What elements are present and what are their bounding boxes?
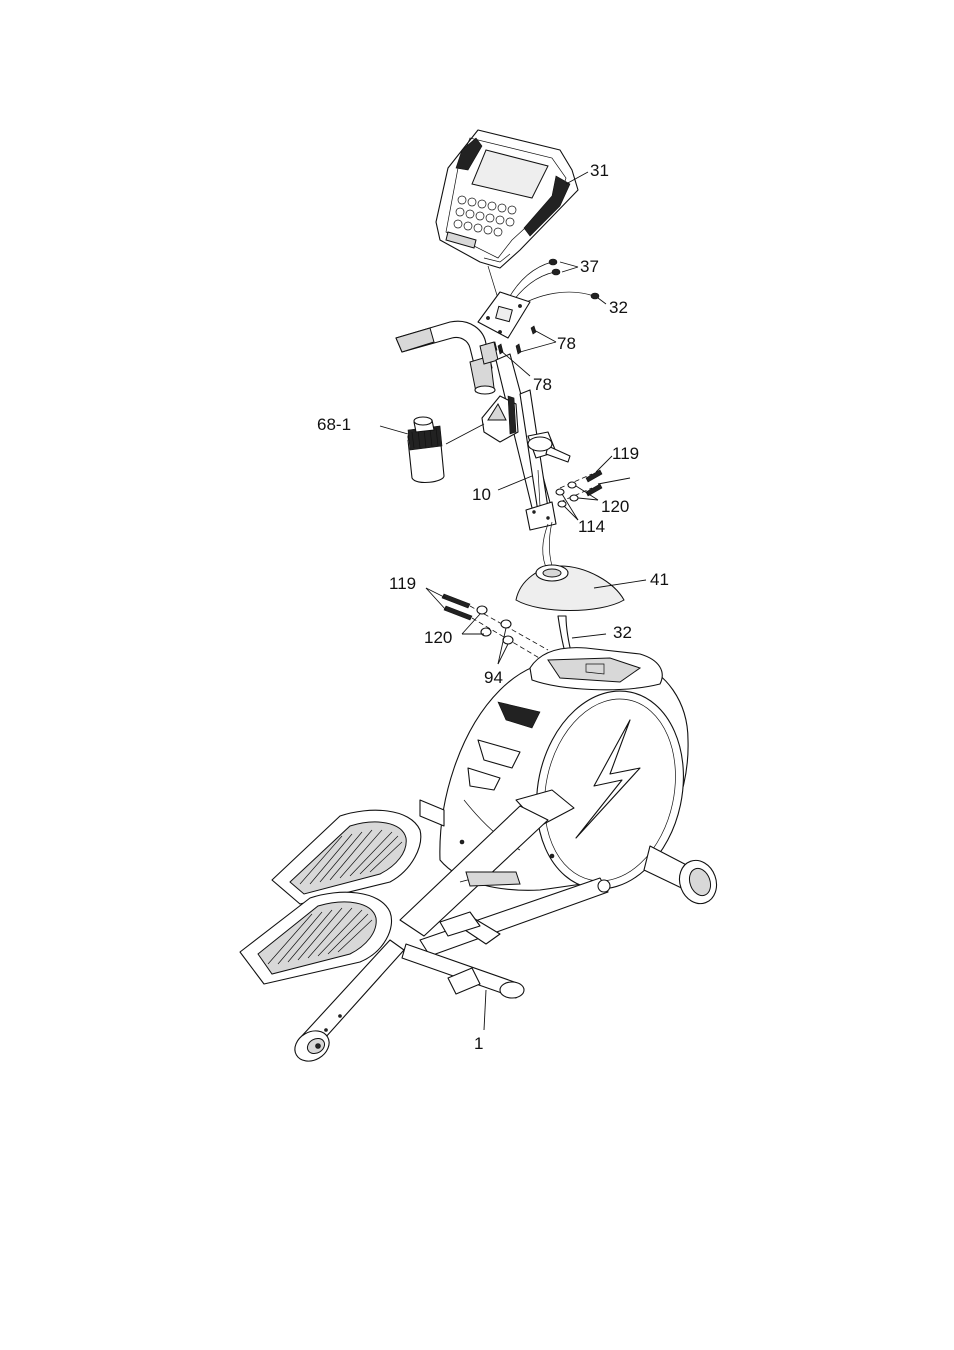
- label-bolt-left: 119: [389, 574, 416, 593]
- label-wire-upper: 32: [609, 298, 628, 317]
- label-upright: 10: [472, 485, 491, 504]
- label-bolt-right: 119: [612, 444, 639, 463]
- label-water-bottle: 68-1: [317, 415, 351, 434]
- label-wire-lower: 32: [613, 623, 632, 642]
- label-washer-right: 120: [601, 497, 629, 516]
- label-screw-upper-a: 78: [557, 334, 576, 353]
- right-hardware-part: [556, 470, 602, 507]
- label-shroud: 41: [650, 570, 669, 589]
- upright-part: [482, 354, 570, 530]
- label-console: 31: [590, 161, 609, 180]
- label-star-washer-right: 114: [578, 517, 605, 536]
- label-frame: 1: [474, 1034, 483, 1053]
- pedal-rear-part: [272, 810, 421, 904]
- console-bracket-part: [478, 292, 530, 338]
- bottle-to-holder-line: [446, 424, 484, 444]
- label-washer-left: 120: [424, 628, 452, 647]
- handlebar-part: [396, 321, 498, 394]
- water-bottle-part: [408, 417, 444, 482]
- label-screw-upper-b: 78: [533, 375, 552, 394]
- shroud-part: [516, 565, 624, 611]
- label-star-washer-left: 94: [484, 668, 503, 687]
- label-wire-nuts: 37: [580, 257, 599, 276]
- console-part: [436, 130, 578, 268]
